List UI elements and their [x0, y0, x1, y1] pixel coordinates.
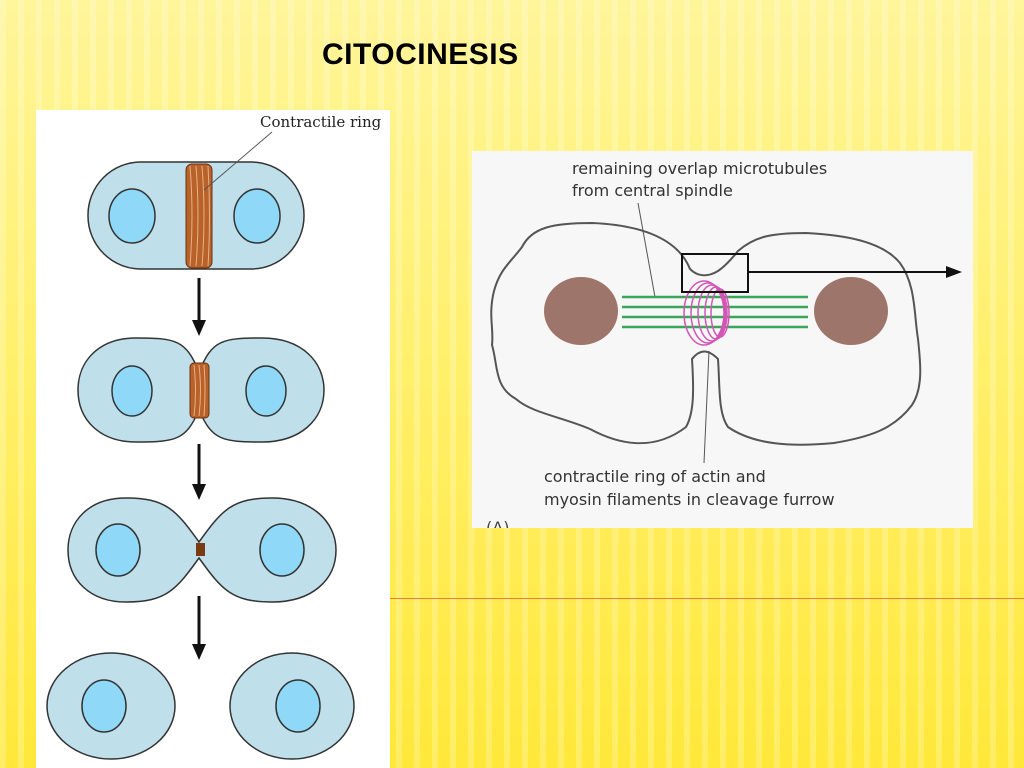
- cytokinesis-stages-diagram: Contractile ring: [46, 113, 382, 760]
- nucleus-right: [233, 188, 281, 244]
- actin-ring-label-line2: myosin filaments in cleavage furrow: [544, 490, 835, 509]
- panel-tag: (A): [486, 518, 509, 528]
- nucleus-right: [275, 679, 321, 733]
- nucleus-left: [108, 188, 156, 244]
- cleavage-furrow-panel: remaining overlap microtubules from cent…: [472, 151, 973, 528]
- overlap-microtubules: [622, 295, 808, 329]
- dividing-cell-outline: [490, 221, 922, 446]
- contractile-ring: [185, 163, 213, 269]
- nucleus-left: [111, 365, 153, 417]
- microtubules-label-line1: remaining overlap microtubules: [572, 159, 827, 178]
- actin-myosin-ring: [683, 280, 730, 346]
- stage-bridge-cell: [67, 497, 337, 603]
- nucleus-left: [544, 277, 618, 345]
- nucleus-right: [814, 277, 888, 345]
- nucleus-left: [81, 679, 127, 733]
- contractile-ring-label: Contractile ring: [260, 113, 382, 131]
- nucleus-left: [95, 523, 141, 577]
- contractile-ring: [196, 543, 205, 556]
- slide-title: CITOCINESIS: [322, 38, 519, 71]
- cytokinesis-stages-panel: Contractile ring: [36, 110, 390, 768]
- arrow-down-icon: [192, 596, 206, 660]
- actin-ring-leader: [703, 350, 710, 464]
- stage-early-cell: [87, 161, 305, 270]
- microtubules-label-line2: from central spindle: [572, 181, 733, 200]
- actin-ring-label-line1: contractile ring of actin and: [544, 467, 766, 486]
- decorative-divider-line: [390, 598, 1024, 599]
- contractile-ring: [189, 362, 210, 419]
- cleavage-furrow-diagram: remaining overlap microtubules from cent…: [486, 159, 962, 528]
- arrow-down-icon: [192, 444, 206, 500]
- arrow-down-icon: [192, 278, 206, 336]
- stage-furrowing-cell: [77, 337, 325, 443]
- stage-separated-cells: [46, 652, 355, 760]
- nucleus-right: [259, 523, 305, 577]
- contractile-ring-leader: [203, 131, 273, 191]
- nucleus-right: [245, 365, 287, 417]
- arrow-right-icon: [748, 266, 962, 278]
- microtubules-leader: [637, 202, 656, 298]
